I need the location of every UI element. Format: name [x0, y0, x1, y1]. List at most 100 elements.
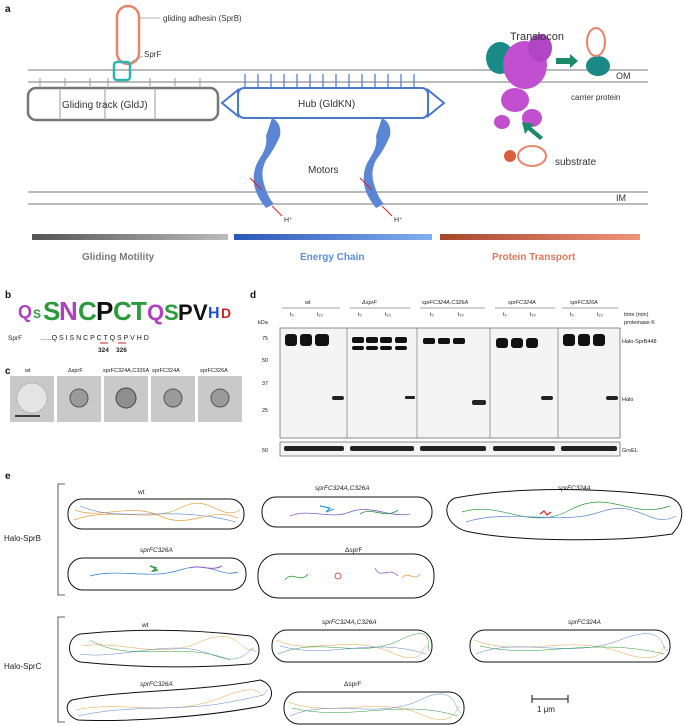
substrate	[504, 145, 547, 167]
scale-bar-label: 1 μm	[537, 705, 555, 714]
carrier-protein-label: carrier protein	[571, 93, 620, 102]
svg-text:N: N	[59, 296, 78, 326]
sprf-sequence: ......Q S I S N C P C T Q S P V H D	[40, 335, 149, 342]
svg-text:ΔsprF: ΔsprF	[345, 547, 362, 554]
cell-sprb-delta: ΔsprF	[257, 547, 435, 599]
svg-text:sprFC326A: sprFC326A	[570, 300, 598, 306]
svg-text:GroEL: GroEL	[622, 448, 638, 454]
inner-membrane	[28, 191, 648, 205]
sprf-label-b: SprF	[8, 335, 22, 342]
transport-arrows	[522, 54, 578, 140]
svg-text:P: P	[96, 296, 113, 326]
gliding-motility-bar	[32, 234, 228, 240]
gliding-motility-label: Gliding Motility	[82, 252, 155, 263]
svg-text:75: 75	[262, 336, 268, 342]
svg-text:wt: wt	[304, 300, 311, 306]
svg-text:t₀: t₀	[290, 312, 294, 318]
svg-text:t₀: t₀	[358, 312, 362, 318]
svg-text:sprFC324A,C326A: sprFC324A,C326A	[315, 485, 370, 492]
h-plus-2: H⁺	[394, 217, 403, 224]
svg-text:Halo: Halo	[622, 397, 633, 403]
motor-1	[249, 118, 283, 217]
svg-text:Q: Q	[18, 302, 32, 322]
sprb-adhesin	[112, 4, 141, 82]
svg-text:H: H	[208, 305, 220, 322]
svg-text:time (min): time (min)	[624, 312, 649, 318]
svg-text:sprFC324A,C326A: sprFC324A,C326A	[322, 619, 377, 626]
panel-b-letter: b	[5, 290, 11, 301]
carrier-protein	[586, 27, 610, 76]
translocon-label: Translocon	[510, 31, 564, 43]
cell-sprc-double: sprFC324A,C326A	[271, 619, 433, 663]
svg-text:S: S	[33, 307, 41, 321]
svg-text:ΔsprF: ΔsprF	[361, 300, 377, 306]
svg-text:ΔsprF: ΔsprF	[68, 368, 83, 374]
hub-label: Hub (GldKN)	[298, 99, 355, 110]
cell-sprb-c324a: sprFC324A	[446, 485, 683, 541]
svg-text:Halo-SprB448: Halo-SprB448	[622, 339, 657, 345]
svg-text:S: S	[164, 300, 179, 325]
svg-text:sprFC324A,C326A: sprFC324A,C326A	[103, 368, 149, 374]
substrate-label: substrate	[555, 157, 597, 168]
im-label: IM	[616, 193, 626, 203]
sequence-logo: Q S S N C P C T Q S P V H D	[18, 296, 231, 326]
cell-sprc-c326a: sprFC326A	[66, 679, 272, 721]
svg-text:Q: Q	[147, 300, 164, 325]
svg-text:sprFC324A: sprFC324A	[558, 485, 591, 492]
svg-text:t₀: t₀	[503, 312, 507, 318]
gliding-track	[26, 86, 220, 122]
svg-text:proteinase K: proteinase K	[624, 320, 655, 326]
svg-text:50: 50	[262, 448, 268, 454]
svg-text:sprFC326A: sprFC326A	[140, 547, 173, 554]
svg-text:25: 25	[262, 408, 268, 414]
om-label: OM	[616, 71, 631, 81]
svg-text:sprFC324A: sprFC324A	[152, 368, 180, 374]
svg-text:D: D	[221, 305, 231, 321]
energy-chain-bar	[234, 234, 432, 240]
svg-text:50: 50	[262, 358, 268, 364]
svg-text:t₂₀: t₂₀	[385, 312, 391, 318]
svg-text:ΔsprF: ΔsprF	[344, 681, 361, 688]
svg-text:sprFC326A: sprFC326A	[140, 681, 173, 688]
svg-text:V: V	[193, 300, 208, 325]
svg-text:kDa: kDa	[258, 320, 269, 326]
svg-text:C: C	[113, 296, 132, 326]
svg-text:sprFC324A: sprFC324A	[508, 300, 536, 306]
position-326: 326	[116, 347, 127, 354]
panel-c-letter: c	[5, 366, 11, 377]
sprf-label-a: SprF	[144, 50, 161, 59]
cell-sprb-double: sprFC324A,C326A	[261, 485, 433, 528]
svg-text:37: 37	[262, 381, 268, 387]
protein-transport-bar	[440, 234, 640, 240]
gliding-adhesin-label: gliding adhesin (SprB)	[163, 14, 242, 23]
svg-text:t₂₀: t₂₀	[317, 312, 323, 318]
energy-chain-label: Energy Chain	[300, 252, 364, 263]
svg-text:t₀: t₀	[570, 312, 574, 318]
svg-text:wt: wt	[24, 368, 31, 374]
scale-bar	[531, 695, 569, 703]
h-plus-1: H⁺	[284, 217, 293, 224]
panel-a-letter: a	[5, 4, 11, 15]
cell-sprc-c324a: sprFC324A	[469, 619, 671, 663]
halo-sprc-label: Halo-SprC	[4, 662, 42, 671]
hub	[220, 74, 446, 119]
cell-sprc-wt: wt	[69, 622, 260, 668]
panel-d-letter: d	[250, 290, 256, 301]
protein-transport-label: Protein Transport	[492, 252, 576, 263]
position-324: 324	[98, 347, 109, 354]
svg-text:T: T	[131, 296, 147, 326]
svg-text:sprFC326A: sprFC326A	[200, 368, 228, 374]
svg-text:wt: wt	[141, 622, 149, 629]
gliding-track-label: Gliding track (GldJ)	[62, 100, 148, 111]
svg-text:C: C	[78, 296, 97, 326]
motor-2	[359, 118, 393, 217]
svg-text:sprFC324A: sprFC324A	[568, 619, 601, 626]
cell-sprb-c326a: sprFC326A	[67, 547, 247, 591]
colony-images: wt ΔsprF sprFC324A,C326A sprFC324A sprFC…	[10, 368, 242, 422]
translocon	[486, 34, 552, 129]
cell-sprb-wt: wt	[67, 489, 245, 530]
western-blot: wt ΔsprF sprFC324A,C326A sprFC324A sprFC…	[258, 300, 657, 457]
motors-label: Motors	[308, 165, 339, 176]
svg-text:t₂₀: t₂₀	[597, 312, 603, 318]
